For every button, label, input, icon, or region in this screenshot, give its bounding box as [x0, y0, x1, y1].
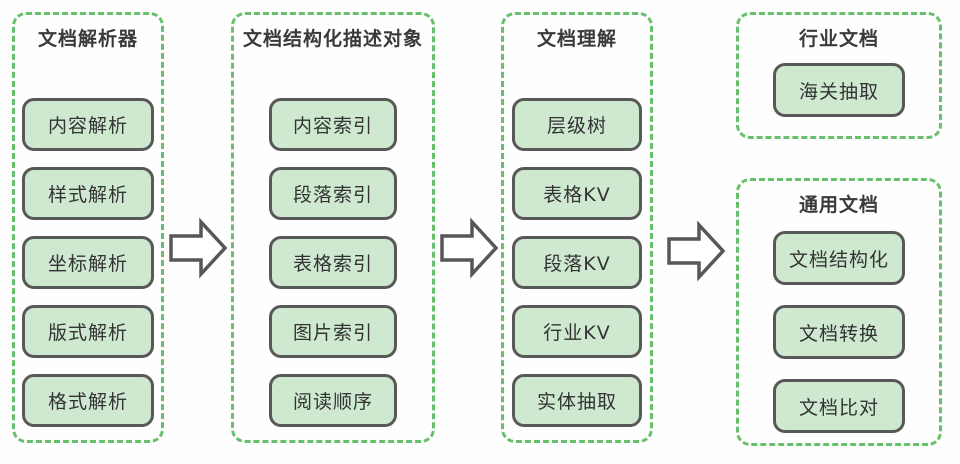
- node-paragraph-kv: 段落KV: [512, 236, 642, 289]
- node-content-index: 内容索引: [269, 98, 397, 151]
- node-doc-structuring: 文档结构化: [773, 231, 905, 285]
- right-arrow-icon: [667, 220, 726, 282]
- group-items: 海关抽取: [739, 63, 939, 117]
- node-entity-extraction: 实体抽取: [512, 374, 642, 427]
- group-document-parser: 文档解析器 内容解析 样式解析 坐标解析 版式解析 格式解析: [12, 12, 164, 443]
- node-doc-comparison: 文档比对: [773, 379, 905, 433]
- node-coordinate-parsing: 坐标解析: [22, 236, 154, 289]
- node-style-parsing: 样式解析: [22, 167, 154, 220]
- node-paragraph-index: 段落索引: [269, 167, 397, 220]
- node-content-parsing: 内容解析: [22, 98, 154, 151]
- node-format-parsing: 格式解析: [22, 374, 154, 427]
- node-image-index: 图片索引: [269, 305, 397, 358]
- group-industry-docs: 行业文档 海关抽取: [736, 12, 942, 139]
- right-arrow-icon: [440, 217, 499, 279]
- group-title: 通用文档: [798, 194, 879, 216]
- group-title: 行业文档: [798, 28, 879, 50]
- node-table-kv: 表格KV: [512, 167, 642, 220]
- group-document-understanding: 文档理解 层级树 表格KV 段落KV 行业KV 实体抽取: [501, 12, 653, 443]
- group-general-docs: 通用文档 文档结构化 文档转换 文档比对: [736, 178, 942, 446]
- node-hierarchy-tree: 层级树: [512, 98, 642, 151]
- node-doc-conversion: 文档转换: [773, 305, 905, 359]
- group-structured-description: 文档结构化描述对象 内容索引 段落索引 表格索引 图片索引 阅读顺序: [231, 12, 435, 443]
- node-table-index: 表格索引: [269, 236, 397, 289]
- group-items: 内容索引 段落索引 表格索引 图片索引 阅读顺序: [234, 98, 432, 427]
- group-items: 文档结构化 文档转换 文档比对: [739, 231, 939, 433]
- group-items: 层级树 表格KV 段落KV 行业KV 实体抽取: [504, 98, 650, 427]
- group-items: 内容解析 样式解析 坐标解析 版式解析 格式解析: [15, 98, 161, 427]
- node-reading-order: 阅读顺序: [269, 374, 397, 427]
- group-title: 文档结构化描述对象: [242, 28, 423, 50]
- node-industry-kv: 行业KV: [512, 305, 642, 358]
- node-layout-parsing: 版式解析: [22, 305, 154, 358]
- node-customs-extraction: 海关抽取: [773, 63, 905, 117]
- right-arrow-icon: [169, 217, 228, 279]
- group-title: 文档解析器: [37, 28, 138, 50]
- group-title: 文档理解: [536, 28, 617, 50]
